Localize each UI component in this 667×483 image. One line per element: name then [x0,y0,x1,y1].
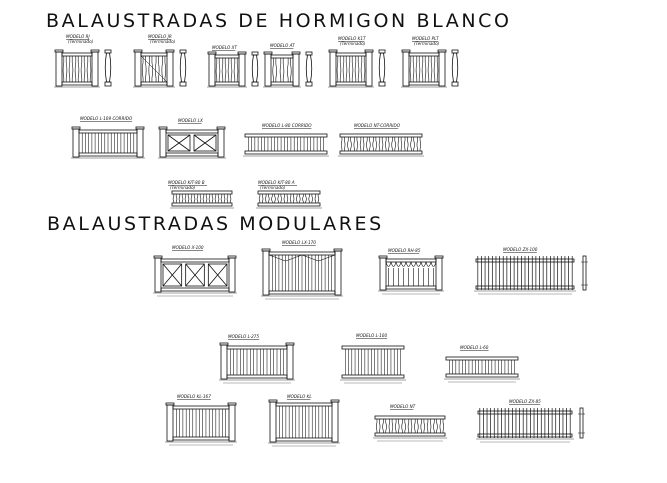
concrete-model-3: MODELO XT [207,45,259,88]
concrete-model-1: MODELO RJ(Terminado) [54,34,112,88]
modular-model-label: MODELO RH-85 [388,248,421,253]
svg-text:(Terminado): (Terminado) [260,185,286,190]
section-title-modular: BALAUSTRADAS MODULARES [47,213,384,235]
concrete-model-label: MODELO AT [270,43,295,48]
modular-model-label: MODELO L-100 [356,333,387,338]
modular-model-label: MODELO ZX-85 [509,399,541,404]
modular-model-5: MODELO L-275 [219,334,295,384]
concrete-model-label: MODELO PLT [412,36,439,41]
concrete-model-6: MODELO PLT(Terminado) [401,36,459,88]
svg-text:(Terminado): (Terminado) [340,41,366,46]
profile-section-1 [581,255,588,291]
concrete-model-label: MODELO JR [148,34,172,39]
concrete-model-10: MODELO NT-CORRIDO [338,123,424,157]
concrete-model-2: MODELO JR(Terminado) [133,34,187,88]
concrete-model-label: MODELO KIT-80 A [258,180,295,185]
modular-model-label: MODELO LX-170 [282,240,316,245]
svg-text:(Terminado): (Terminado) [150,39,176,44]
profile-section-2 [578,407,585,439]
svg-text:(Terminado): (Terminado) [170,185,196,190]
concrete-model-label: MODELO L-109 CORRIDO [80,116,133,121]
concrete-model-11: MODELO KIT-80 B(Terminado) [168,180,234,209]
modular-model-label: MODELO KL-167 [177,394,211,399]
modular-model-label: MODELO X-100 [172,245,204,250]
modular-model-label: MODELO ZX-100 [503,247,538,252]
modular-model-7: MODELO L-60 [444,345,520,383]
modular-model-10: MODELO NT [373,404,447,442]
modular-model-11: MODELO ZX-85 [476,399,574,443]
concrete-model-label: MODELO K1T [338,36,366,41]
concrete-model-5: MODELO K1T(Terminado) [328,36,386,88]
svg-text:(Terminado): (Terminado) [414,41,440,46]
modular-model-label: MODELO L-275 [228,334,259,339]
modular-model-2: MODELO LX-170 [261,240,343,300]
concrete-model-9: MODELO L-80 CORRIDO [243,123,329,157]
concrete-model-8: MODELO LX [158,118,226,159]
concrete-model-label: MODELO L-80 CORRIDO [262,123,312,128]
modular-model-3: MODELO RH-85 [378,248,444,295]
svg-text:(Terminado): (Terminado) [68,39,94,44]
concrete-model-label: MODELO NT-CORRIDO [354,123,401,128]
concrete-model-label: MODELO KIT-80 B [168,180,205,185]
concrete-model-4: MODELO AT [263,43,313,88]
section-title-concrete: BALAUSTRADAS DE HORMIGON BLANCO [46,10,512,32]
modular-model-label: MODELO NT [390,404,416,409]
modular-model-label: MODELO KL [287,394,312,399]
modular-model-1: MODELO X-100 [153,245,237,297]
concrete-model-label: MODELO RJ [66,34,91,39]
modular-model-4: MODELO ZX-100 [474,247,576,295]
modular-model-9: MODELO KL [268,394,340,447]
concrete-model-12: MODELO KIT-80 A(Terminado) [256,180,322,209]
modular-model-8: MODELO KL-167 [165,394,237,446]
concrete-model-7: MODELO L-109 CORRIDO [71,116,145,159]
concrete-model-label: MODELO LX [178,118,203,123]
concrete-model-label: MODELO XT [212,45,237,50]
modular-model-label: MODELO L-60 [460,345,489,350]
modular-model-6: MODELO L-100 [340,333,406,384]
